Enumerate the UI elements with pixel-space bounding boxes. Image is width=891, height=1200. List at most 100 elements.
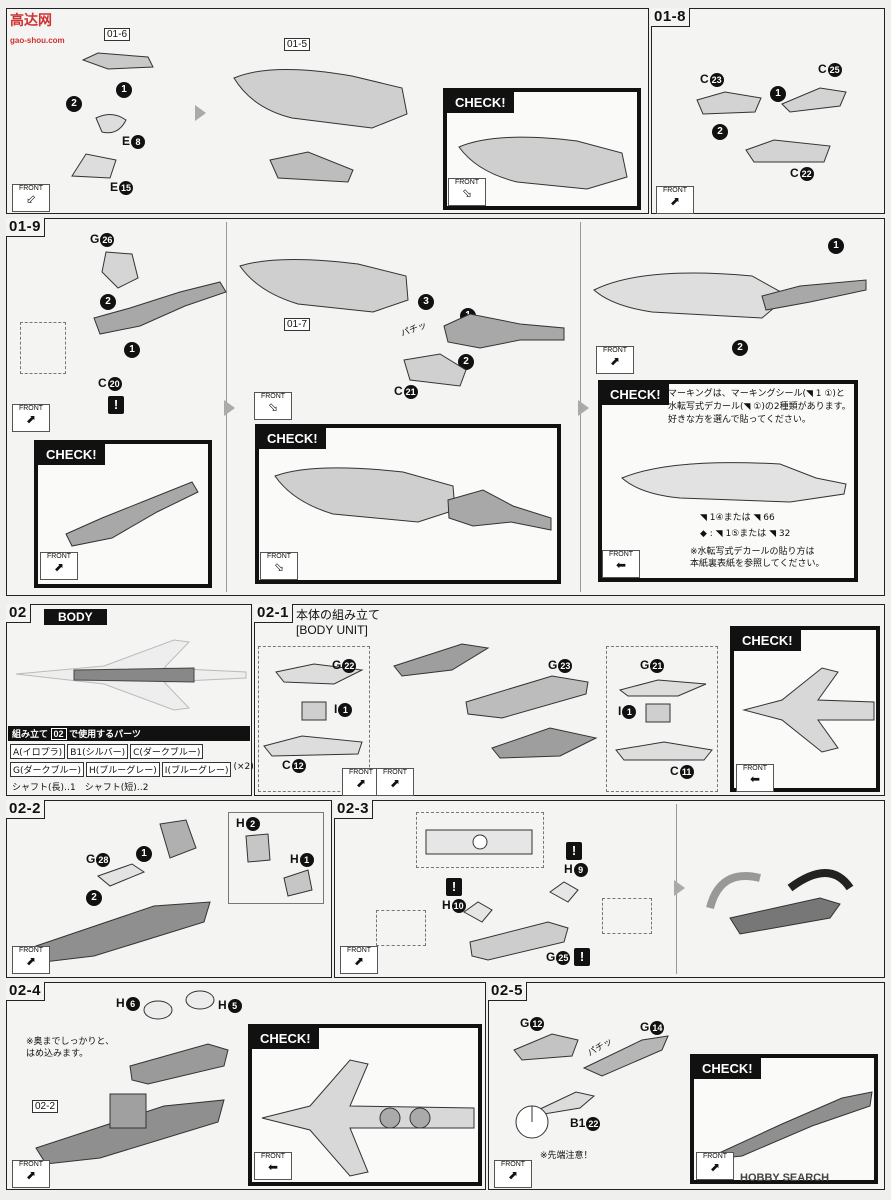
front-indicator: FRONT⬈ xyxy=(342,768,380,796)
front-indicator: FRONT⬈ xyxy=(494,1160,532,1188)
flow-arrow xyxy=(674,880,685,896)
part-01-6-assembly xyxy=(81,52,154,70)
front-indicator: FRONT⬅ xyxy=(602,550,640,578)
part-completed-nose xyxy=(593,272,789,319)
part-g22 xyxy=(275,663,364,685)
note-02-5: ※先端注意！ xyxy=(540,1151,593,1161)
marker-1: 1 xyxy=(770,86,786,102)
flow-arrow xyxy=(578,400,589,416)
check-box-01-9c: CHECK! マーキングは、マーキングシール(◥ 1 ①)と 水転写式デカール(… xyxy=(598,380,858,582)
part-arm-attached xyxy=(443,313,565,349)
marker-3: 3 xyxy=(418,294,434,310)
front-indicator: FRONT⬅ xyxy=(736,764,774,792)
front-indicator: FRONT⬂ xyxy=(260,552,298,580)
tip-caution-icon xyxy=(515,1105,549,1139)
detail-callout xyxy=(602,898,652,934)
part-c22 xyxy=(745,139,831,163)
warning-mark: ! xyxy=(446,878,462,896)
detail-callout xyxy=(20,322,66,374)
used-parts-row-3: シャフト(長)‥1 シャフト(短)‥2 xyxy=(12,783,149,793)
body-unit-title: 本体の組み立て[BODY UNIT] xyxy=(296,608,381,637)
step-label-01-7: 01-7 xyxy=(284,318,311,331)
detail-callout xyxy=(416,812,544,868)
part-c23 xyxy=(696,91,762,115)
check-body-assembled xyxy=(261,1059,475,1177)
front-indicator: FRONT⬈ xyxy=(12,1160,50,1188)
front-indicator: FRONT⬂ xyxy=(448,178,486,206)
step-label-02: 02 xyxy=(6,604,31,623)
part-g28 xyxy=(97,863,146,887)
marker-1: 1 xyxy=(136,846,152,862)
marker-2: 2 xyxy=(66,96,82,112)
decal-icon: ◥ ① xyxy=(743,402,762,412)
part-h9 xyxy=(549,881,579,903)
ref-step-02-2: 02-2 xyxy=(32,1100,59,1113)
check-spear-assembly xyxy=(703,1091,873,1161)
check-nose-cone xyxy=(458,136,628,190)
part-g12 xyxy=(513,1033,579,1061)
step-label-02-5: 02-5 xyxy=(488,982,528,1001)
check-title: CHECK! xyxy=(602,384,669,405)
front-indicator: FRONT⬈ xyxy=(696,1152,734,1180)
check-arm-assembly xyxy=(65,481,199,547)
check-box-01-5: CHECK! xyxy=(443,88,641,210)
step-label-02-3: 02-3 xyxy=(334,800,374,819)
part-h2 xyxy=(245,833,271,863)
part-body-base-02-4 xyxy=(35,1093,225,1165)
note-02-4: ※奥までしっかりと、はめ込みます。 xyxy=(26,1037,115,1059)
detail-callout xyxy=(228,812,324,904)
part-g26 xyxy=(101,251,139,289)
check-body-frame xyxy=(742,667,875,753)
check-title: CHECK! xyxy=(694,1058,761,1079)
watermark-bottom: HOBBY SEARCH xyxy=(740,1172,830,1184)
part-arm-assembly xyxy=(93,281,227,335)
watermark-url: gao-shou.com xyxy=(10,36,65,45)
subassembly-left xyxy=(258,646,370,792)
part-body-base-02-2 xyxy=(35,901,211,963)
marker-2: 2 xyxy=(732,340,748,356)
part-i1 xyxy=(301,701,327,721)
marking-option-1: ◥ 1④または ◥ 66 xyxy=(700,513,775,523)
part-e15 xyxy=(71,153,117,179)
part-body-plate-02-4 xyxy=(129,1043,229,1085)
front-indicator: FRONT⬈ xyxy=(596,346,634,374)
front-indicator: FRONT⬈ xyxy=(656,186,694,214)
used-parts-row-1: A(イロプラ) B1(シルバー) C(ダークブルー) xyxy=(10,744,204,759)
step-label-02-4: 02-4 xyxy=(6,982,46,1001)
body-label: BODY xyxy=(44,609,107,625)
part-c21 xyxy=(403,353,467,387)
flow-arrow xyxy=(195,105,206,121)
warning-mark: ! xyxy=(566,842,582,860)
marker-2: 2 xyxy=(712,124,728,140)
front-indicator: FRONT⬈ xyxy=(12,404,50,432)
marking-option-2: ◆ : ◥ 1⑤または ◥ 32 xyxy=(700,529,791,539)
part-nose-cone-01-9 xyxy=(239,258,409,313)
part-wing-lower xyxy=(491,727,598,759)
part-plate-top xyxy=(425,829,533,855)
check-title: CHECK! xyxy=(252,1028,319,1049)
part-wing-upper xyxy=(393,643,490,677)
part-arm-rotating xyxy=(761,279,867,311)
front-indicator: FRONT⬂ xyxy=(254,392,292,420)
watermark-top: 高达网 gao-shou.com xyxy=(10,10,65,46)
subassembly-right xyxy=(606,646,718,792)
marker-1: 1 xyxy=(116,82,132,98)
step-label-02-2: 02-2 xyxy=(6,800,46,819)
